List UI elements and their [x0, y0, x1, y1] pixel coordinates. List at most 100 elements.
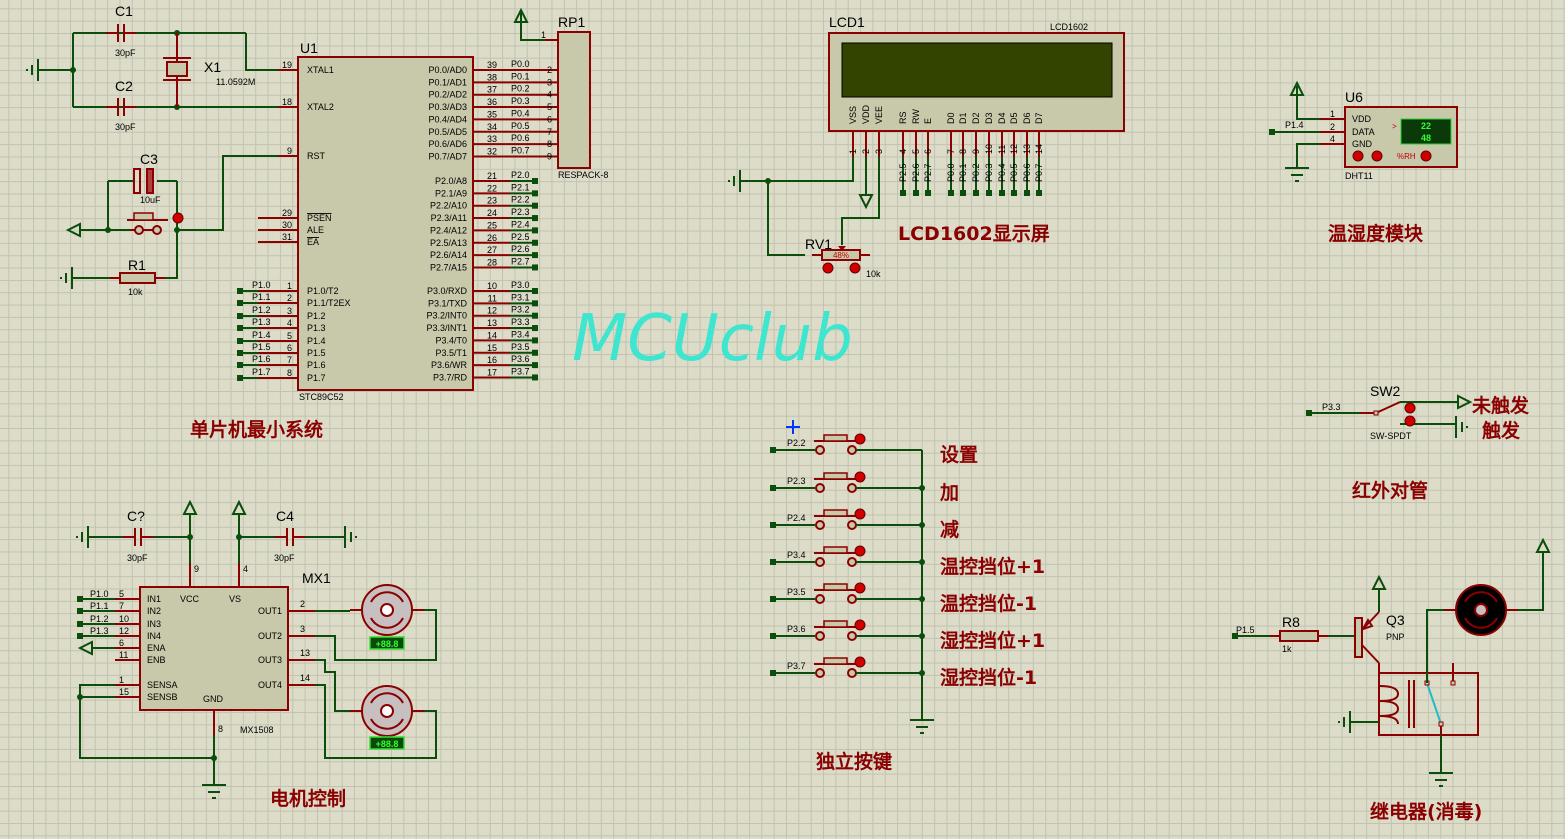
key-button[interactable]	[847, 631, 857, 641]
net-terminal[interactable]	[532, 288, 538, 294]
net-terminal[interactable]	[770, 522, 776, 528]
net-terminal[interactable]	[770, 559, 776, 565]
key-button[interactable]	[823, 546, 848, 554]
mcu-u1-body[interactable]	[297, 56, 474, 391]
key-button[interactable]	[823, 620, 848, 628]
sim-indicator-icon[interactable]	[854, 545, 866, 557]
net-terminal[interactable]	[532, 178, 538, 184]
net-terminal[interactable]	[532, 190, 538, 197]
net-terminal[interactable]	[925, 190, 931, 196]
net-terminal[interactable]	[1306, 410, 1312, 416]
net-terminal[interactable]	[532, 215, 538, 222]
key-button[interactable]	[823, 583, 848, 591]
pin-number: 2	[861, 149, 871, 154]
sim-indicator-icon[interactable]	[822, 262, 834, 274]
key-button[interactable]	[815, 631, 825, 641]
net-terminal[interactable]	[770, 447, 776, 453]
reset-button[interactable]	[152, 225, 162, 235]
key-button[interactable]	[815, 445, 825, 455]
pin-number: 5	[119, 589, 124, 599]
key-button[interactable]	[823, 509, 848, 517]
net-terminal[interactable]	[237, 300, 243, 306]
sim-indicator-icon[interactable]	[854, 619, 866, 631]
key-button[interactable]	[823, 472, 848, 480]
net-terminal[interactable]	[532, 312, 538, 319]
sim-indicator-icon[interactable]	[172, 212, 184, 224]
key-button[interactable]	[847, 445, 857, 455]
net-label: P3.4	[511, 329, 530, 339]
sim-indicator-icon[interactable]	[854, 471, 866, 483]
key-button[interactable]	[815, 668, 825, 678]
net-terminal[interactable]	[532, 362, 538, 369]
net-terminal[interactable]	[1269, 129, 1275, 135]
net-terminal[interactable]	[770, 633, 776, 639]
net-terminal[interactable]	[973, 190, 979, 196]
sim-indicator-icon[interactable]	[854, 508, 866, 520]
net-terminal[interactable]	[960, 190, 966, 196]
net-terminal[interactable]	[986, 190, 992, 196]
dht-display	[1400, 118, 1452, 145]
relay[interactable]	[1378, 672, 1479, 736]
net-terminal[interactable]	[77, 621, 83, 627]
net-terminal[interactable]	[237, 313, 243, 319]
net-terminal[interactable]	[532, 264, 538, 271]
net-terminal[interactable]	[237, 325, 243, 331]
net-terminal[interactable]	[532, 325, 538, 332]
net-terminal[interactable]	[77, 596, 83, 602]
net-terminal[interactable]	[77, 608, 83, 614]
key-button[interactable]	[815, 483, 825, 493]
key-button[interactable]	[823, 434, 848, 442]
key-button[interactable]	[815, 557, 825, 567]
sim-indicator-icon[interactable]	[1371, 150, 1383, 162]
net-terminal[interactable]	[999, 190, 1005, 196]
sim-indicator-icon[interactable]	[1404, 415, 1416, 427]
net-terminal[interactable]	[532, 337, 538, 344]
sim-indicator-icon[interactable]	[849, 262, 861, 274]
net-terminal[interactable]	[532, 374, 538, 381]
net-terminal[interactable]	[237, 362, 243, 368]
net-terminal[interactable]	[77, 633, 83, 639]
reset-button[interactable]	[133, 212, 154, 221]
pin-name: P0.7/AD7	[428, 151, 467, 161]
net-terminal[interactable]	[532, 300, 538, 307]
net-terminal[interactable]	[1232, 633, 1238, 639]
net-terminal[interactable]	[948, 190, 954, 196]
net-terminal[interactable]	[1024, 190, 1030, 196]
net-terminal[interactable]	[532, 227, 538, 234]
net-terminal[interactable]	[237, 350, 243, 356]
net-terminal[interactable]	[1036, 190, 1042, 196]
sim-indicator-icon[interactable]	[1420, 150, 1432, 162]
sim-indicator-icon[interactable]	[1352, 150, 1364, 162]
motor-driver-mx1[interactable]	[139, 586, 289, 711]
net-terminal[interactable]	[1011, 190, 1017, 196]
sim-indicator-icon[interactable]	[854, 582, 866, 594]
net-terminal[interactable]	[237, 288, 243, 294]
transistor-q3[interactable]	[1354, 617, 1363, 658]
key-button[interactable]	[847, 668, 857, 678]
sim-indicator-icon[interactable]	[1404, 402, 1416, 414]
key-button[interactable]	[815, 520, 825, 530]
resistor-pack-rp1[interactable]	[557, 31, 591, 169]
sim-indicator-icon[interactable]	[854, 656, 866, 668]
net-terminal[interactable]	[900, 190, 906, 196]
key-button[interactable]	[847, 557, 857, 567]
net-terminal[interactable]	[770, 485, 776, 491]
net-terminal[interactable]	[770, 596, 776, 602]
sim-indicator-icon[interactable]	[854, 433, 866, 445]
switch-sw2[interactable]	[1373, 410, 1379, 416]
key-button[interactable]	[815, 594, 825, 604]
net-terminal[interactable]	[237, 375, 243, 381]
net-terminal[interactable]	[532, 349, 538, 356]
net-terminal[interactable]	[532, 202, 538, 209]
key-button[interactable]	[847, 520, 857, 530]
key-button[interactable]	[847, 594, 857, 604]
net-terminal[interactable]	[770, 670, 776, 676]
key-button[interactable]	[847, 483, 857, 493]
net-terminal[interactable]	[913, 190, 919, 196]
key-button[interactable]	[823, 657, 848, 665]
net-terminal[interactable]	[532, 252, 538, 259]
net-terminal[interactable]	[237, 338, 243, 344]
net-terminal[interactable]	[532, 239, 538, 246]
reset-button[interactable]	[134, 225, 144, 235]
